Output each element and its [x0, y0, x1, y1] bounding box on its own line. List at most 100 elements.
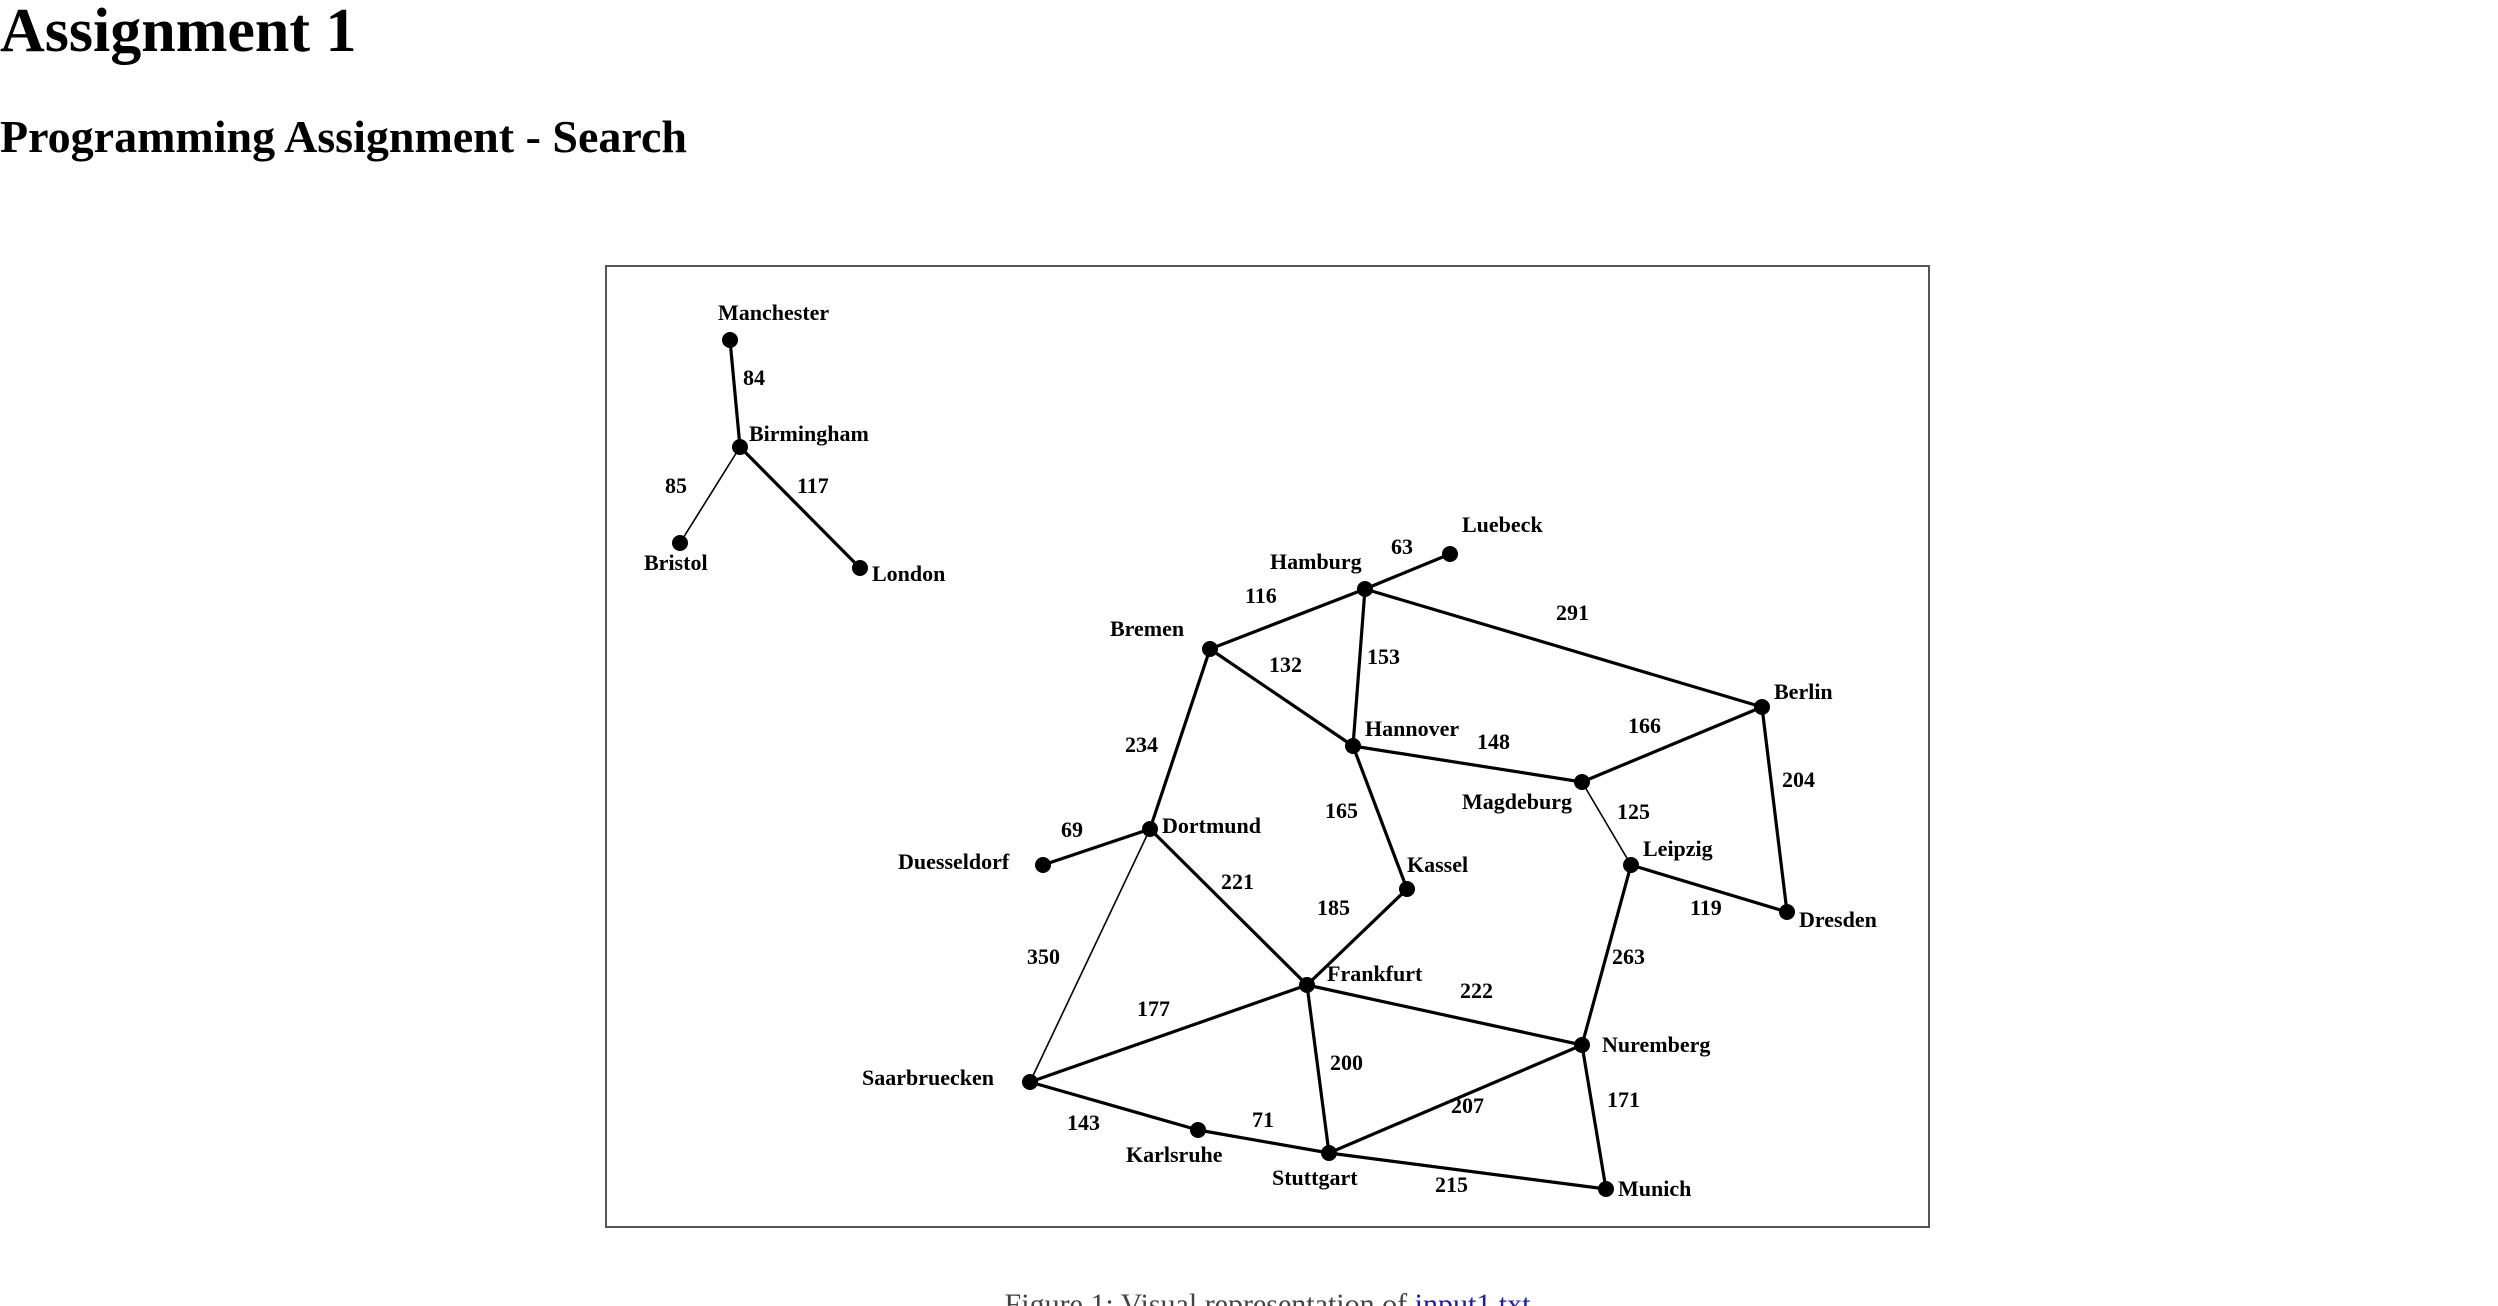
- edge-distance-label: 200: [1330, 1050, 1363, 1075]
- edge-leipzig-dresden: [1630, 863, 1788, 914]
- edge-distance-label: 116: [1245, 583, 1277, 608]
- node-label-bristol: Bristol: [644, 550, 708, 575]
- edge-hannover-kassel: [1351, 745, 1409, 890]
- edge-distance-label: 177: [1137, 996, 1170, 1021]
- edge-distance-label: 153: [1367, 644, 1400, 669]
- edge-distance-label: 234: [1125, 732, 1158, 757]
- node-dresden: [1779, 904, 1795, 920]
- edge-bremen-dortmund: [1148, 648, 1212, 830]
- node-saarbruecken: [1022, 1074, 1038, 1090]
- edge-distance-label: 117: [797, 473, 829, 498]
- node-label-saarbruecken: Saarbruecken: [862, 1065, 994, 1090]
- edge-distance-label: 85: [665, 473, 687, 498]
- node-label-hannover: Hannover: [1365, 716, 1459, 741]
- edge-dortmund-saarbruecken: [1029, 828, 1151, 1083]
- node-hamburg: [1357, 581, 1373, 597]
- node-bremen: [1202, 641, 1218, 657]
- node-label-duesseldorf: Duesseldorf: [898, 849, 1010, 874]
- edge-distance-label: 204: [1782, 767, 1815, 792]
- edge-duesseldorf-dortmund: [1042, 827, 1151, 867]
- edge-distance-label: 215: [1435, 1172, 1468, 1197]
- node-label-bremen: Bremen: [1110, 616, 1184, 641]
- node-label-london: London: [872, 561, 945, 586]
- node-london: [852, 560, 868, 576]
- node-label-dresden: Dresden: [1799, 907, 1877, 932]
- edge-dortmund-frankfurt: [1148, 827, 1309, 987]
- edge-nuremberg-munich: [1580, 1044, 1608, 1190]
- node-label-leipzig: Leipzig: [1643, 836, 1713, 861]
- edge-karlsruhe-stuttgart: [1197, 1128, 1330, 1155]
- node-frankfurt: [1299, 977, 1315, 993]
- edge-distance-label: 132: [1269, 652, 1302, 677]
- edge-distance-label: 171: [1607, 1087, 1640, 1112]
- node-duesseldorf: [1035, 857, 1051, 873]
- node-stuttgart: [1321, 1145, 1337, 1161]
- edge-distance-label: 222: [1460, 978, 1493, 1003]
- edge-hamburg-hannover: [1351, 588, 1367, 747]
- edge-distance-label: 143: [1067, 1110, 1100, 1135]
- node-label-munich: Munich: [1618, 1176, 1691, 1201]
- input-file-link[interactable]: input1.txt: [1414, 1288, 1531, 1306]
- edge-leipzig-nuremberg: [1580, 864, 1633, 1046]
- edge-berlin-dresden: [1760, 706, 1789, 913]
- edge-stuttgart-munich: [1328, 1151, 1607, 1191]
- figure-caption: Figure 1: Visual representation of input…: [0, 1290, 2498, 1306]
- node-nuremberg: [1574, 1037, 1590, 1053]
- edge-distance-label: 148: [1477, 729, 1510, 754]
- edge-manchester-birmingham: [728, 339, 742, 448]
- edge-hamburg-berlin: [1364, 587, 1763, 709]
- page-subtitle: Programming Assignment - Search: [0, 111, 687, 162]
- edge-distance-label: 165: [1325, 798, 1358, 823]
- edge-distance-label: 291: [1556, 600, 1589, 625]
- edge-frankfurt-nuremberg: [1306, 983, 1583, 1047]
- edge-distance-label: 221: [1221, 869, 1254, 894]
- node-label-frankfurt: Frankfurt: [1327, 961, 1423, 986]
- edge-distance-label: 185: [1317, 895, 1350, 920]
- node-label-nuremberg: Nuremberg: [1602, 1032, 1710, 1057]
- edge-frankfurt-stuttgart: [1305, 984, 1331, 1154]
- node-berlin: [1754, 699, 1770, 715]
- edge-distance-label: 166: [1628, 713, 1661, 738]
- edge-kassel-frankfurt: [1305, 887, 1409, 987]
- edge-distance-label: 350: [1027, 944, 1060, 969]
- edge-bremen-hamburg: [1209, 587, 1366, 651]
- node-label-manchester: Manchester: [718, 300, 829, 325]
- node-luebeck: [1442, 546, 1458, 562]
- node-label-luebeck: Luebeck: [1462, 512, 1543, 537]
- edge-distance-label: 63: [1391, 534, 1413, 559]
- page-title: Assignment 1: [0, 0, 357, 65]
- node-bristol: [672, 535, 688, 551]
- node-label-birmingham: Birmingham: [749, 421, 869, 446]
- edge-birmingham-bristol: [679, 446, 741, 544]
- edge-hamburg-luebeck: [1364, 552, 1451, 591]
- node-leipzig: [1623, 857, 1639, 873]
- node-label-stuttgart: Stuttgart: [1272, 1165, 1358, 1190]
- node-manchester: [722, 332, 738, 348]
- caption-text: Figure 1: Visual representation of: [1004, 1288, 1415, 1306]
- edge-distance-label: 71: [1252, 1107, 1274, 1132]
- edge-distance-label: 125: [1617, 799, 1650, 824]
- node-kassel: [1399, 881, 1415, 897]
- edge-hannover-magdeburg: [1352, 744, 1583, 784]
- edge-saarbruecken-frankfurt: [1029, 983, 1308, 1084]
- node-hannover: [1345, 738, 1361, 754]
- edge-saarbruecken-karlsruhe: [1029, 1080, 1199, 1132]
- node-munich: [1598, 1181, 1614, 1197]
- node-label-hamburg: Hamburg: [1270, 549, 1362, 574]
- node-label-dortmund: Dortmund: [1162, 813, 1261, 838]
- node-birmingham: [732, 439, 748, 455]
- node-label-magdeburg: Magdeburg: [1462, 789, 1572, 814]
- edge-distance-label: 119: [1690, 895, 1722, 920]
- node-dortmund: [1142, 821, 1158, 837]
- node-label-berlin: Berlin: [1774, 679, 1833, 704]
- edge-stuttgart-nuremberg: [1328, 1043, 1583, 1155]
- edge-bremen-hannover: [1209, 647, 1354, 748]
- node-label-kassel: Kassel: [1407, 852, 1468, 877]
- edge-birmingham-london: [738, 445, 862, 570]
- edge-distance-label: 84: [743, 365, 765, 390]
